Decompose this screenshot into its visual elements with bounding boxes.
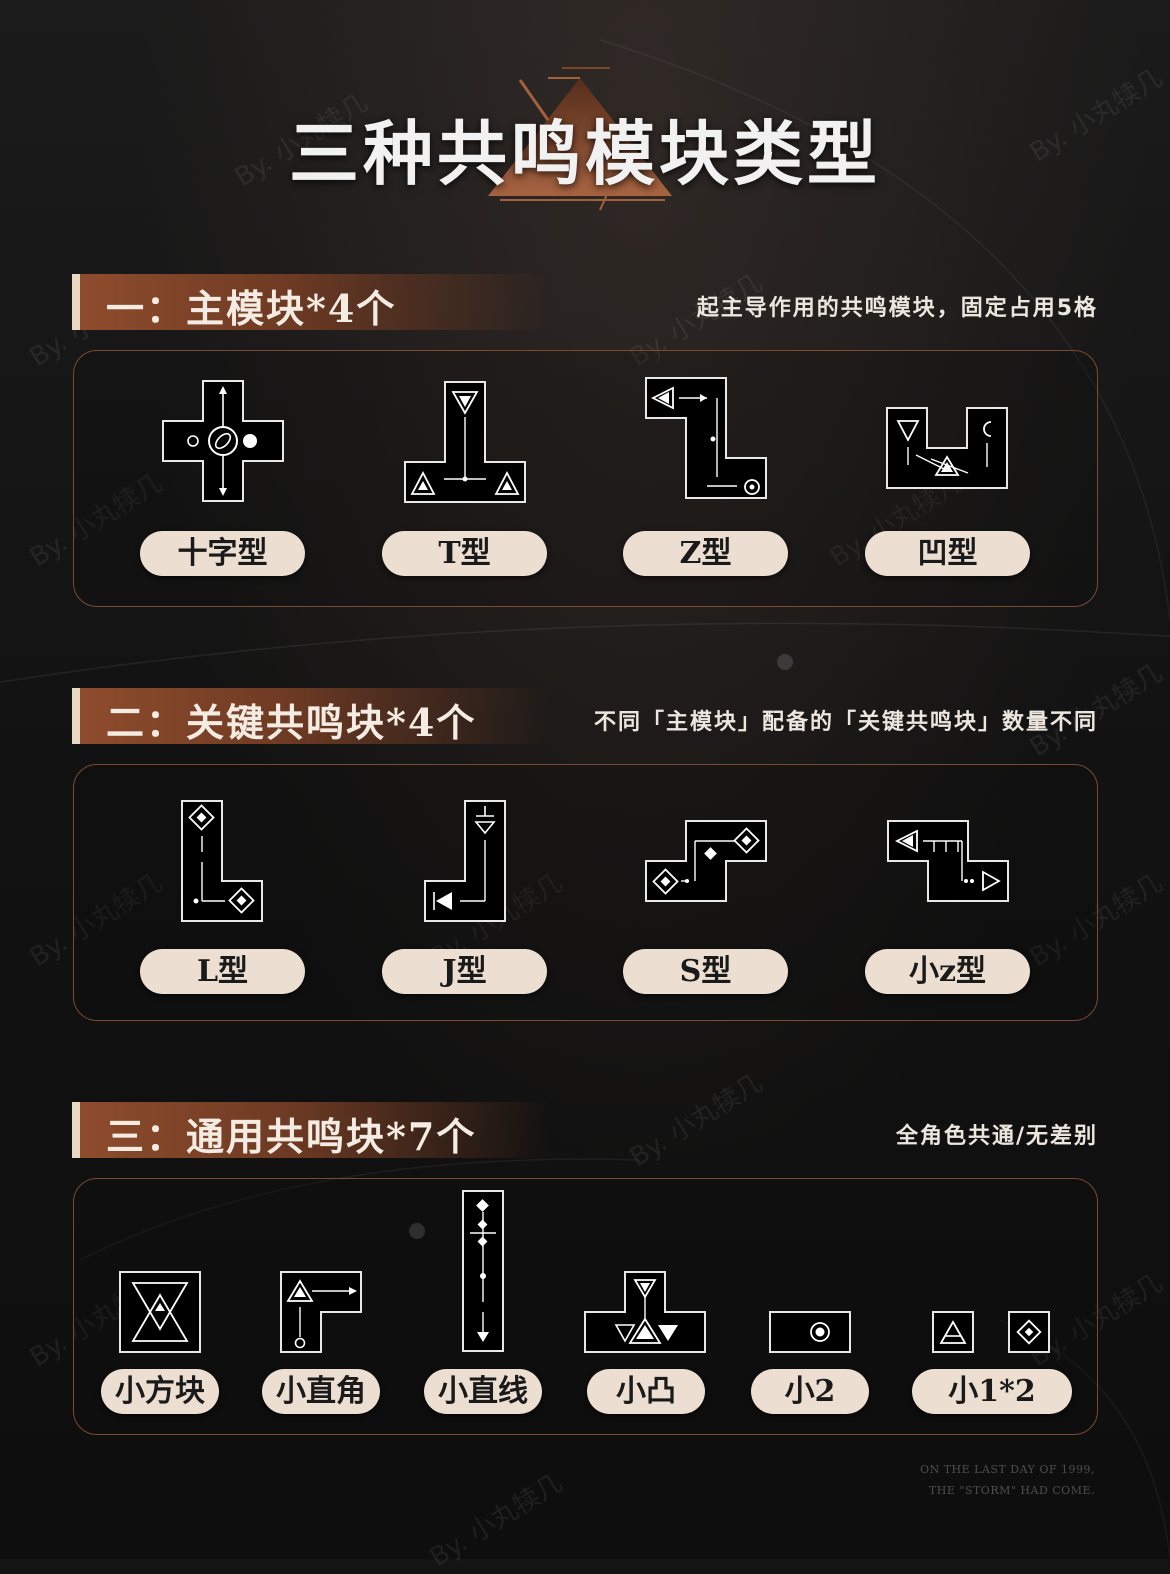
section-title: 二：关键共鸣块*4个 xyxy=(106,700,477,745)
small-line-shape-icon xyxy=(462,1190,506,1354)
page-title: 三种共鸣模块类型 xyxy=(289,112,881,195)
triangle-emblem-icon xyxy=(488,67,672,211)
module-label: 凹型 xyxy=(865,531,1030,576)
j-shape-icon xyxy=(424,800,508,924)
section-title: 一：主模块*4个 xyxy=(106,286,397,331)
common-block-label: 小直角 xyxy=(262,1369,380,1414)
common-block-label: 小2 xyxy=(751,1369,869,1414)
small-convex-shape-icon xyxy=(584,1271,708,1355)
common-block-label: 小方块 xyxy=(101,1369,219,1414)
module-label: 十字型 xyxy=(140,531,305,576)
small-two-shape-icon xyxy=(769,1311,853,1355)
small-one-by-two-shape-icon xyxy=(932,1311,1056,1355)
common-block-label: 小直线 xyxy=(424,1369,542,1414)
section-title-bar: 二：关键共鸣块*4个 xyxy=(72,688,550,745)
cross-shape-icon xyxy=(162,380,286,504)
key-block-label: J型 xyxy=(382,949,547,994)
key-block-label: 小z型 xyxy=(865,949,1030,994)
module-label: Z型 xyxy=(623,531,788,576)
section-title-bar: 三：通用共鸣块*7个 xyxy=(72,1102,550,1159)
small-z-shape-icon xyxy=(887,820,1011,904)
small-right-angle-shape-icon xyxy=(280,1271,364,1355)
section-title: 三：通用共鸣块*7个 xyxy=(106,1114,477,1159)
l-shape-icon xyxy=(181,800,265,924)
key-block-label: L型 xyxy=(140,949,305,994)
s-shape-icon xyxy=(645,820,769,904)
orbit-dot xyxy=(777,654,793,670)
t-shape-icon xyxy=(404,381,528,505)
footer-line-1: ON THE LAST DAY OF 1999, xyxy=(920,1463,1095,1476)
header: 三种共鸣模块类型 xyxy=(0,60,1170,230)
concave-shape-icon xyxy=(886,407,1010,493)
common-block-label: 小凸 xyxy=(587,1369,705,1414)
section-description: 全角色共通/无差别 xyxy=(895,1124,1098,1149)
common-block-label: 小1*2 xyxy=(912,1369,1072,1414)
section-title-bar: 一：主模块*4个 xyxy=(72,274,550,331)
section-header-key-block: 二：关键共鸣块*4个 不同「主模块」配备的「关键共鸣块」数量不同 xyxy=(72,688,1102,745)
section-description: 不同「主模块」配备的「关键共鸣块」数量不同 xyxy=(593,710,1098,735)
orbit-dot xyxy=(409,1223,425,1239)
z-shape-icon xyxy=(645,377,769,503)
section-description: 起主导作用的共鸣模块，固定占用5格 xyxy=(696,296,1098,321)
footer-line-2: THE "STORM" HAD COME. xyxy=(928,1484,1095,1497)
key-block-label: S型 xyxy=(623,949,788,994)
section-header-main-module: 一：主模块*4个 起主导作用的共鸣模块，固定占用5格 xyxy=(72,274,1102,331)
module-label: T型 xyxy=(382,531,547,576)
section-header-common-block: 三：通用共鸣块*7个 全角色共通/无差别 xyxy=(72,1102,1102,1159)
small-square-shape-icon xyxy=(119,1271,203,1355)
